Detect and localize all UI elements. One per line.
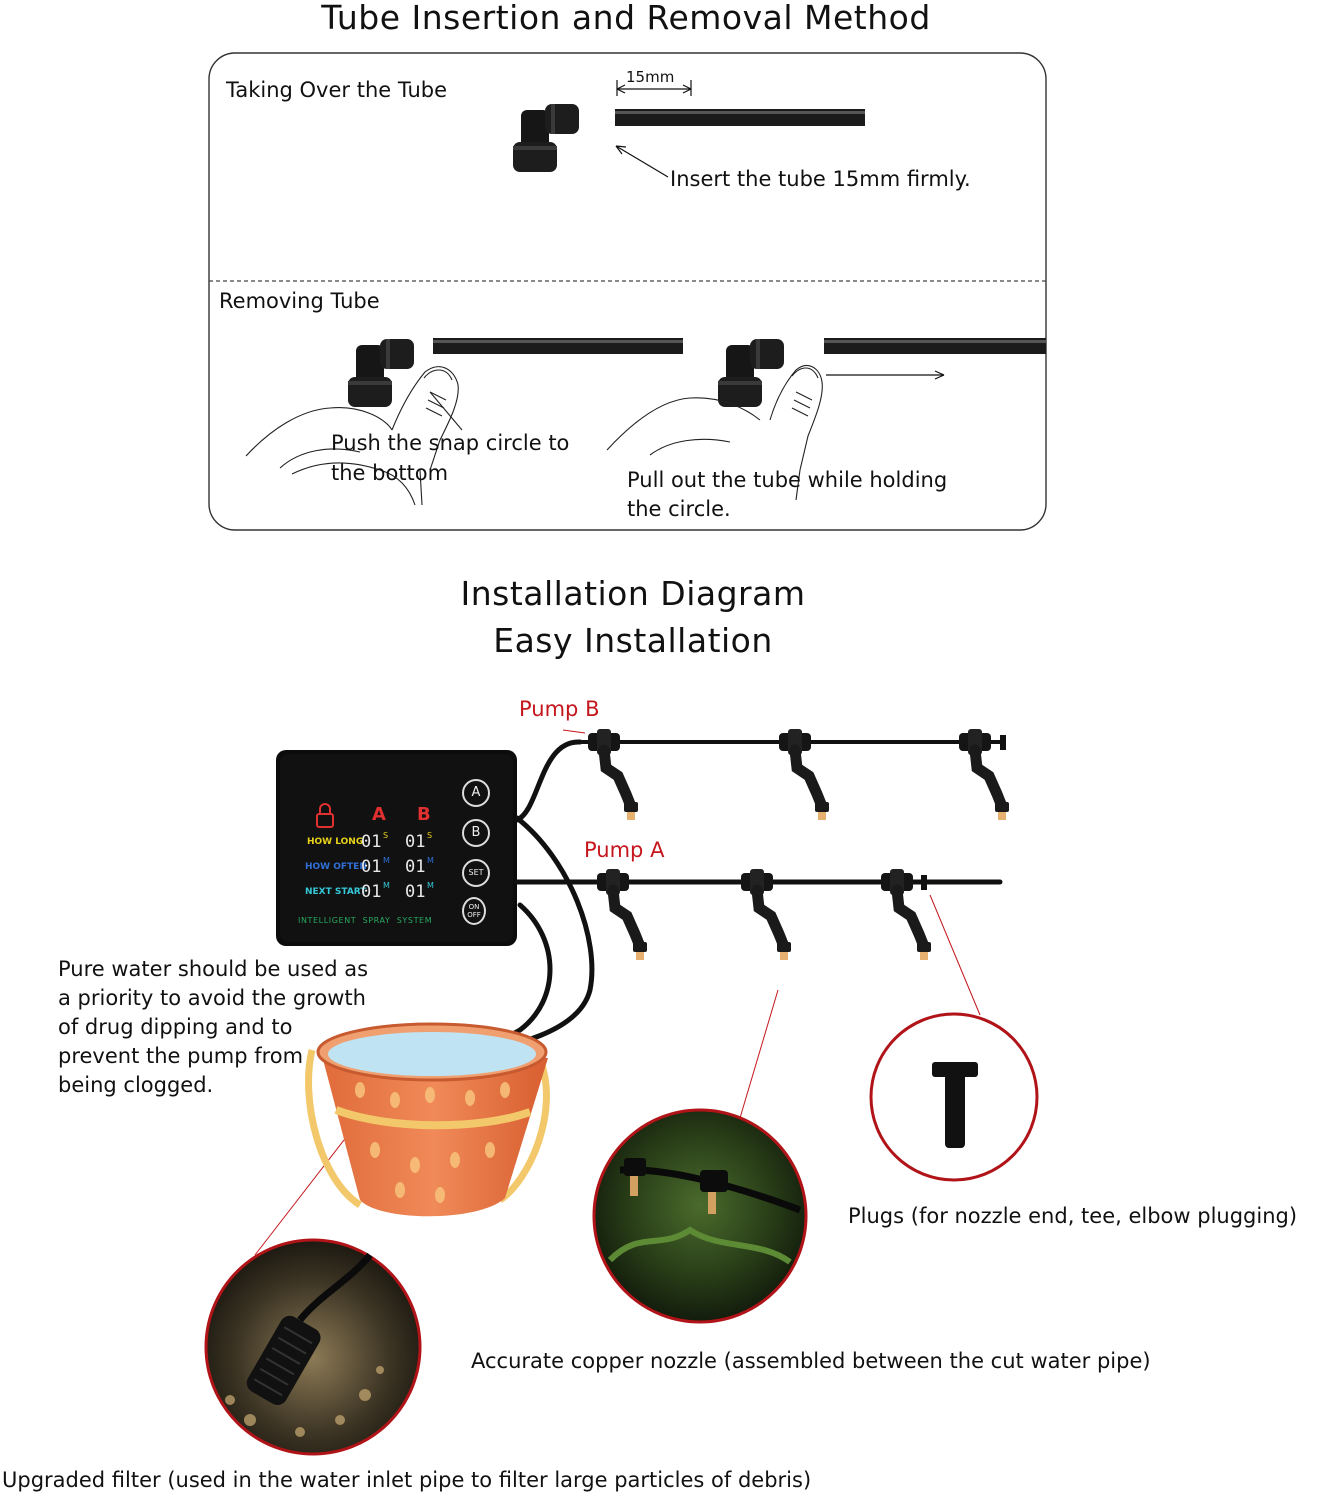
controller-row-how-long: HOW LONG 01 S 01 S <box>305 831 505 857</box>
controller-device <box>276 750 517 946</box>
controller-col-b: B <box>417 804 431 825</box>
controller-button-b[interactable]: B <box>462 819 490 847</box>
row-unit-a: M <box>383 856 390 865</box>
row-unit-a: S <box>383 831 389 840</box>
row-value-b: 01 <box>405 832 426 852</box>
plugs-caption: Plugs (for nozzle end, tee, elbow pluggi… <box>848 1204 1298 1228</box>
row-unit-b: S <box>427 831 433 840</box>
insert-leader-arrow <box>615 145 669 178</box>
pull-arrow <box>826 370 945 380</box>
section2-title-line2: Easy Installation <box>493 621 773 660</box>
nozzle-photo <box>592 1108 808 1324</box>
taking-over-heading: Taking Over the Tube <box>226 78 448 102</box>
row-label: HOW LONG <box>307 837 364 847</box>
hand-sketch-right <box>606 365 823 501</box>
lock-icon <box>316 803 334 828</box>
row-unit-a: M <box>383 881 390 890</box>
elbow-fitting-remove-left <box>348 339 414 407</box>
insert-caption: Insert the tube 15mm firmly. <box>670 167 971 191</box>
water-note-line2: a priority to avoid the growth <box>58 986 366 1010</box>
controller-col-a: A <box>372 804 386 825</box>
remove-step2-line1: Pull out the tube while holding <box>627 468 948 492</box>
dimension-label: 15mm <box>626 68 675 86</box>
row-value-a: 01 <box>361 832 382 852</box>
filter-photo <box>204 1238 422 1456</box>
controller-display-rows: HOW LONG 01 S 01 S HOW OFTEN 01 M 01 M N… <box>305 831 505 907</box>
water-note-line3: of drug dipping and to <box>58 1015 293 1039</box>
section1-title: Tube Insertion and Removal Method <box>321 0 931 37</box>
remove-step1-line1: Push the snap circle to <box>331 431 570 455</box>
pump-a-label: Pump A <box>584 838 665 862</box>
water-note-line5: being clogged. <box>58 1073 214 1097</box>
elbow-fitting-top <box>513 104 579 172</box>
water-note-line4: prevent the pump from <box>58 1044 304 1068</box>
controller-row-next-start: NEXT START 01 M 01 M <box>305 881 505 907</box>
method-box-frame <box>208 52 1047 531</box>
water-note-line1: Pure water should be used as <box>58 957 369 981</box>
row-value-a: 01 <box>361 857 382 877</box>
row-unit-b: M <box>427 856 434 865</box>
remove-step1-line2: the bottom <box>331 461 449 485</box>
filter-caption: Upgraded filter (used in the water inlet… <box>2 1468 812 1492</box>
section2-title-line1: Installation Diagram <box>460 574 806 613</box>
controller-footer: INTELLIGENT SPRAY SYSTEM <box>298 916 433 925</box>
hand-sketch-left <box>245 366 463 506</box>
row-label: HOW OFTEN <box>305 862 367 872</box>
controller-button-onoff[interactable]: ON OFF <box>462 897 486 925</box>
controller-button-a[interactable]: A <box>462 779 490 807</box>
row-label: NEXT START <box>305 887 367 897</box>
dimension-marker <box>616 80 692 96</box>
row-value-b: 01 <box>405 857 426 877</box>
water-bucket <box>305 1022 550 1217</box>
row-value-a: 01 <box>361 882 382 902</box>
row-unit-b: M <box>427 881 434 890</box>
pump-b-label: Pump B <box>519 697 600 721</box>
nozzle-caption: Accurate copper nozzle (assembled betwee… <box>471 1349 1151 1373</box>
controller-button-set[interactable]: SET <box>462 859 490 887</box>
row-value-b: 01 <box>405 882 426 902</box>
elbow-fitting-remove-right <box>718 339 784 407</box>
plug-photo <box>869 1012 1039 1182</box>
removing-heading: Removing Tube <box>219 289 380 313</box>
controller-row-how-often: HOW OFTEN 01 M 01 M <box>305 856 505 882</box>
remove-step2-line2: the circle. <box>627 497 731 521</box>
